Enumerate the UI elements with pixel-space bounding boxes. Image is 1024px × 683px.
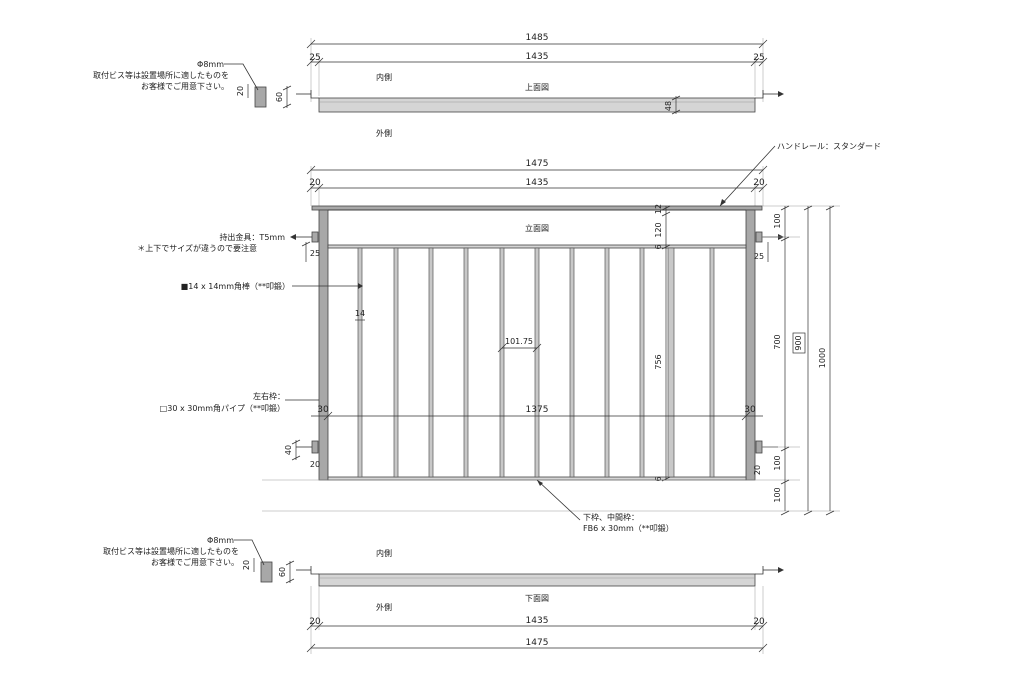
- elev-bracket-top-left: [311, 231, 319, 243]
- dim-side-left: 30: [317, 405, 329, 415]
- top-dim-left: 25: [309, 53, 320, 63]
- dim-side-right: 30: [744, 405, 756, 415]
- baluster: [463, 247, 469, 478]
- bottom-inside-label: 内側: [376, 548, 392, 558]
- elev-bracket-bottom-right: [755, 440, 763, 454]
- elev-middle-rail: [327, 244, 747, 249]
- bracket-note: ＊上下でサイズが違うので要注意: [137, 243, 257, 253]
- top-dim-inner: 1435: [526, 52, 549, 62]
- bottom-bracket-plate: [260, 561, 273, 583]
- baluster: [639, 247, 645, 478]
- bottom-screw-title: Φ8mm: [207, 536, 234, 545]
- elev-side-frame-left: [318, 209, 329, 481]
- top-bracket-height: 60: [275, 92, 284, 102]
- top-view: 1485 1435 25 25 内側 上面図 外側 48 60: [93, 33, 784, 138]
- elev-dim-left: 20: [309, 178, 321, 188]
- top-handrail: [318, 97, 756, 113]
- elev-side-frame-right: [745, 209, 756, 481]
- elev-balusters: [357, 247, 715, 478]
- top-bracket-plate: [254, 86, 267, 108]
- bottom-dim-left: 20: [309, 617, 321, 627]
- top-bracket-width: 20: [236, 86, 245, 96]
- side-frame-label2: □30 x 30mm角パイプ（**叩鍛）: [160, 403, 285, 413]
- top-screw-title: Φ8mm: [197, 60, 224, 69]
- dim-bottom-40: 40: [284, 445, 293, 455]
- dim-right-1000: 1000: [818, 348, 827, 368]
- baluster: [709, 247, 715, 478]
- elev-bracket-bottom-left: [311, 440, 319, 454]
- baluster: [428, 247, 434, 478]
- elev-dim-right: 20: [753, 178, 765, 188]
- baluster-width: 14: [355, 309, 365, 318]
- top-inside-label: 内側: [376, 72, 392, 82]
- bottom-dim-total: 1475: [526, 638, 549, 648]
- dim-right-100-top: 100: [773, 213, 782, 228]
- bottom-view-title: 下面図: [525, 594, 549, 603]
- baluster-pitch: 101.75: [505, 337, 533, 346]
- bottom-frame-label1: 下枠、中間枠：: [583, 512, 639, 522]
- elev-center-post: [667, 247, 675, 478]
- dim-right-100-base: 100: [773, 487, 782, 502]
- top-dim-total: 1485: [526, 33, 549, 43]
- baluster-label: ■14 x 14mm角棒（**叩鍛）: [181, 281, 290, 291]
- top-screw-line2: お客様でご用意下さい。: [141, 81, 229, 91]
- baluster: [499, 247, 505, 478]
- dim-bottom-20-left: 20: [310, 460, 320, 469]
- dim-rail-12: 12: [654, 204, 663, 214]
- top-dim-depth: 48: [664, 101, 673, 111]
- bottom-bracket-width: 20: [242, 560, 251, 570]
- bottom-dim-inner: 1435: [526, 616, 549, 626]
- bottom-screw-line2: お客様でご用意下さい。: [151, 557, 239, 567]
- dim-bottom-20-right: 20: [753, 465, 762, 475]
- top-view-title: 上面図: [525, 83, 549, 92]
- elev-title: 立面図: [525, 223, 549, 233]
- elev-dim-inner: 1435: [526, 178, 549, 188]
- elev-bracket-top-right: [755, 231, 763, 243]
- side-frame-label1: 左右枠：: [253, 391, 285, 401]
- bottom-screw-line1: 取付ビス等は設置場所に適したものを: [103, 546, 239, 556]
- dim-756: 756: [654, 354, 663, 369]
- dim-right-100-bottom: 100: [773, 455, 782, 470]
- elev-bottom-rail: [327, 476, 747, 481]
- bottom-rail-plan: [318, 573, 756, 587]
- dim-rail-120: 120: [654, 222, 663, 237]
- dim-right-700: 700: [773, 334, 782, 349]
- top-dim-right: 25: [753, 53, 764, 63]
- bottom-dim-right: 20: [753, 617, 765, 627]
- elev-dim-total: 1475: [526, 159, 549, 169]
- baluster: [393, 247, 399, 478]
- bracket-label: 持出金具：T5mm: [219, 232, 285, 242]
- dim-right-900: 900: [794, 335, 803, 350]
- baluster: [569, 247, 575, 478]
- dim-span: 1375: [526, 405, 549, 415]
- bottom-view: 内側 下面図 外側 60 20 Φ8mm 取付ビス等は設置場所に適したものを お…: [103, 536, 784, 654]
- bottom-outside-label: 外側: [376, 602, 392, 612]
- dim-rail-6-bottom: 6: [654, 476, 663, 481]
- baluster: [604, 247, 610, 478]
- baluster: [357, 247, 363, 478]
- dim-900-box: [792, 332, 806, 354]
- baluster: [534, 247, 540, 478]
- top-screw-line1: 取付ビス等は設置場所に適したものを: [93, 70, 229, 80]
- dim-top-25-left: 25: [310, 249, 320, 258]
- elevation-view: 1475 1435 20 20: [137, 141, 881, 533]
- dim-top-25-right: 25: [754, 252, 764, 261]
- dim-rail-6-top: 6: [654, 244, 663, 249]
- bottom-frame-label2: FB6 x 30mm（**叩鍛）: [583, 523, 674, 533]
- handrail-label: ハンドレール：スタンダード: [777, 141, 881, 151]
- top-outside-label: 外側: [376, 128, 392, 138]
- bottom-bracket-height: 60: [278, 567, 287, 577]
- elev-handrail: [311, 205, 763, 211]
